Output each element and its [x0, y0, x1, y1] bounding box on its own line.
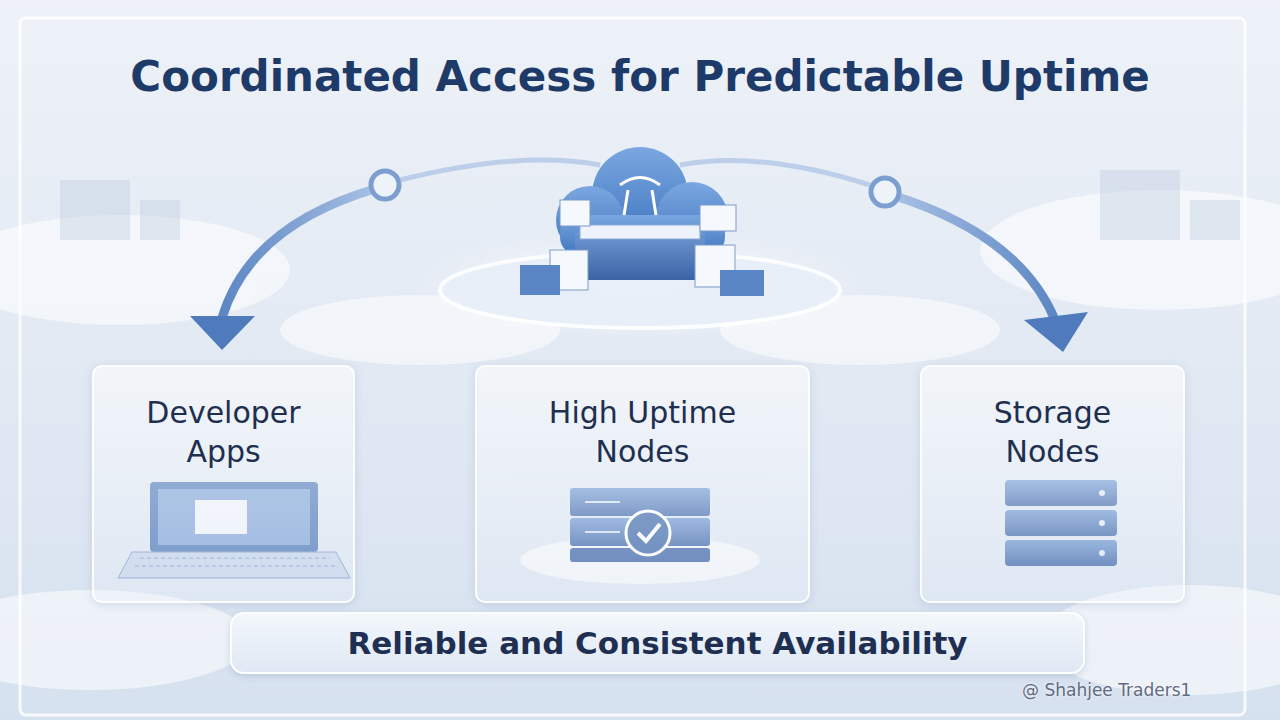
node-label: Reliable and Consistent Availability [347, 625, 967, 661]
diagram-title: Coordinated Access for Predictable Uptim… [0, 52, 1280, 101]
process-box: High Uptime Nodes [475, 365, 810, 603]
process-box: Developer Apps [92, 365, 355, 603]
process-box: Storage Nodes [920, 365, 1185, 603]
node-label: High Uptime Nodes [528, 367, 758, 471]
watermark: @ Shahjee Traders1 [1022, 680, 1191, 700]
summary-band: Reliable and Consistent Availability [230, 612, 1085, 674]
node-label: Storage Nodes [958, 367, 1148, 471]
node-label: Developer Apps [129, 367, 319, 471]
